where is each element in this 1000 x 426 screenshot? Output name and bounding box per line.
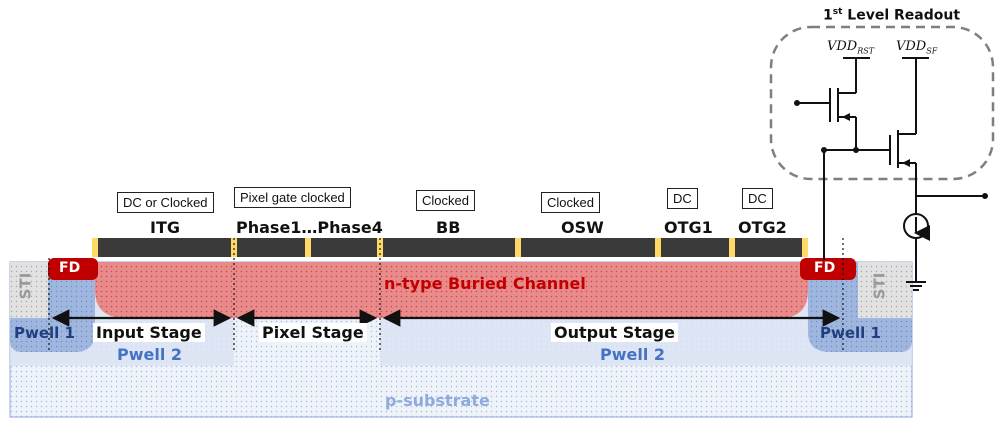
readout-dashed-box (769, 25, 995, 181)
vdd-sf-subscript: SF (926, 46, 938, 56)
junction-dot (821, 147, 827, 153)
gate-gap (729, 238, 735, 257)
vdd-rst-label: VDDRST (827, 39, 874, 56)
itg-mode-box: DC or Clocked (117, 192, 214, 213)
gate-otg1-label: OTG1 (664, 218, 713, 237)
sti-right-label: STI (870, 272, 889, 300)
pwell1-right-region (808, 262, 912, 352)
gate-otg2-label: OTG2 (738, 218, 787, 237)
osw-mode-box: Clocked (541, 192, 600, 213)
gate-gap (515, 238, 521, 257)
gate-gap (802, 238, 808, 257)
input-stage-label: Input Stage (93, 323, 205, 342)
gate-gap-group (92, 238, 808, 257)
vdd-rst-text: VDD (827, 39, 858, 54)
pwell2-left-label: Pwell 2 (117, 345, 183, 364)
vdd-sf-label: VDDSF (896, 39, 937, 56)
otg2-mode-box: DC (742, 188, 773, 209)
gate-gap (231, 238, 237, 257)
buried-channel-region (95, 262, 808, 318)
gate-bb-label: BB (436, 218, 461, 237)
bb-mode-box: Clocked (416, 190, 475, 211)
sti-right-region (858, 262, 912, 320)
pwell1-right-label: Pwell 1 (820, 324, 881, 342)
pwell1-left-region (10, 262, 95, 352)
vdd-sf-text: VDD (896, 39, 927, 54)
gate-itg-label: ITG (150, 218, 180, 237)
readout-title-text: Level Readout (847, 7, 961, 24)
pixel-mode-box: Pixel gate clocked (234, 187, 351, 208)
readout-title-sup: st (832, 7, 843, 17)
otg1-mode-box: DC (667, 188, 698, 209)
sf-transistor-arrow (902, 159, 910, 167)
p-substrate-label: p-substrate (385, 391, 490, 410)
output-stage-label: Output Stage (551, 323, 678, 342)
junction-dot (853, 147, 859, 153)
gate-gap (655, 238, 661, 257)
gate-gap (92, 238, 98, 257)
vdd-rst-subscript: RST (857, 46, 875, 56)
buried-channel-label: n-type Buried Channel (384, 274, 586, 293)
readout-circuit (797, 57, 985, 291)
sti-left-region (10, 262, 48, 320)
junction-dot (794, 100, 800, 106)
pwell1-left-label: Pwell 1 (14, 324, 75, 342)
gate-osw-label: OSW (561, 218, 604, 237)
fd-left-label: FD (59, 260, 81, 276)
junction-dot (982, 193, 988, 199)
readout-title-number: 1 (823, 7, 833, 24)
fd-right-region (800, 258, 856, 280)
fd-right-label: FD (814, 260, 836, 276)
gate-stack (92, 238, 808, 257)
sti-left-label: STI (16, 272, 35, 300)
reset-transistor-arrow (842, 113, 850, 121)
pwell2-right-label: Pwell 2 (600, 345, 666, 364)
fd-left-region (48, 258, 98, 280)
readout-title: 1st Level Readout (823, 7, 960, 24)
gate-phase-label: Phase1…Phase4 (236, 218, 383, 237)
gate-gap (305, 238, 311, 257)
pixel-stage-label: Pixel Stage (259, 323, 367, 342)
gate-gap (377, 238, 383, 257)
